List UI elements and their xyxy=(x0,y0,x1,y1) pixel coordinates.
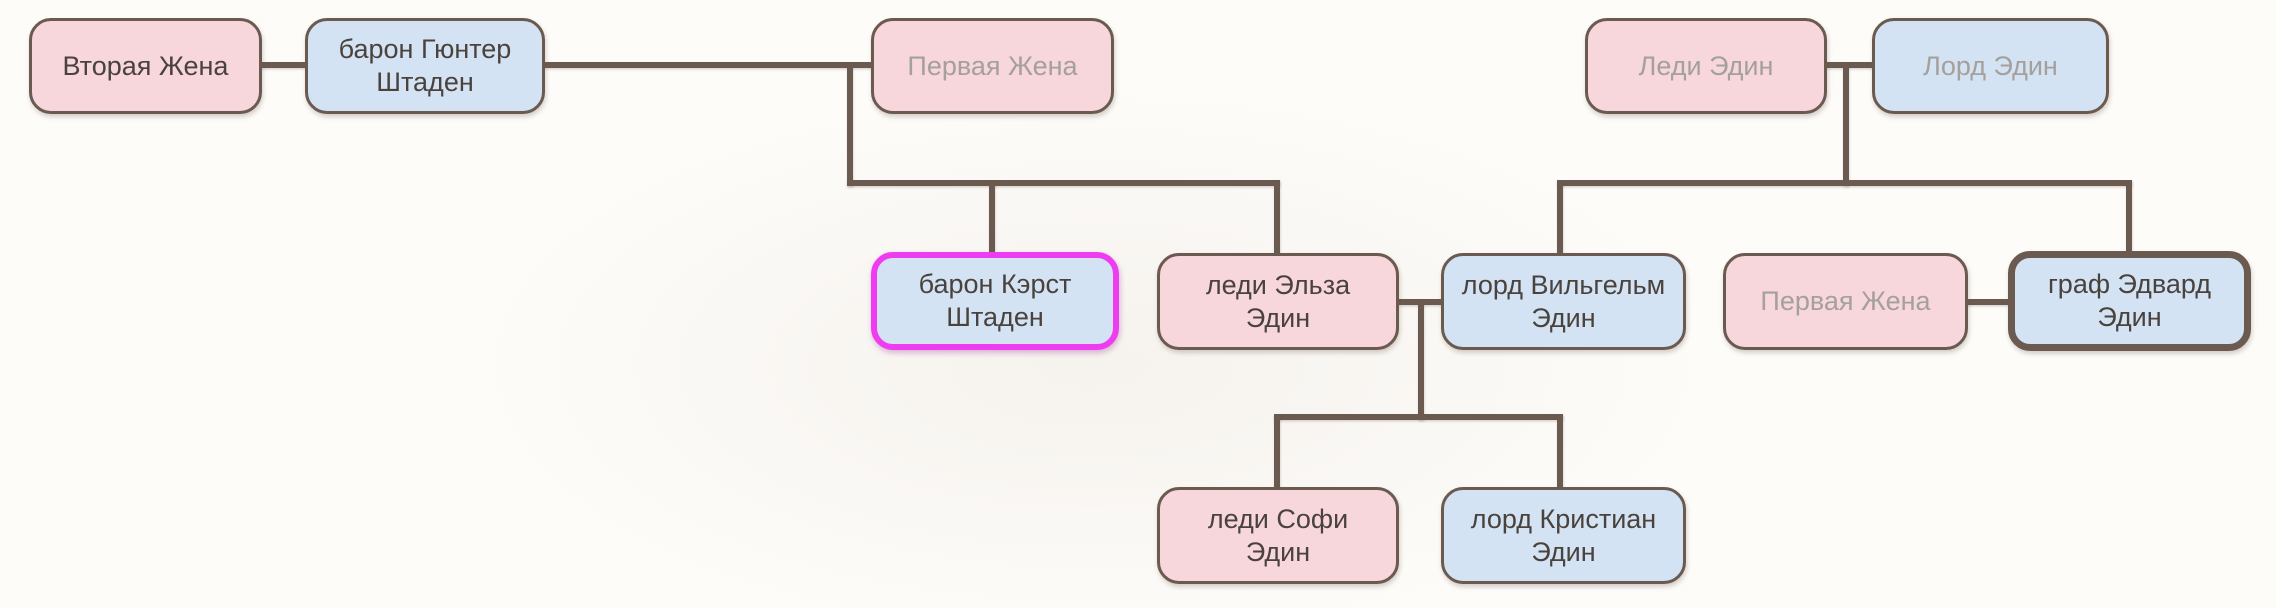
person-label: граф Эдвард Эдин xyxy=(2047,269,2212,332)
person-label: Первая Жена xyxy=(1760,286,1931,317)
connector-marriage-secondwife-gunter xyxy=(255,62,311,68)
person-node-lady-sofi[interactable]: леди Софи Эдин xyxy=(1157,487,1399,584)
connector-marriage-ladyedin-lordedin xyxy=(1822,62,1877,68)
person-node-lord-kristian[interactable]: лорд Кристиан Эдин xyxy=(1441,487,1686,584)
person-node-second-wife[interactable]: Вторая Жена xyxy=(29,18,262,114)
connector-descent-vertical xyxy=(1843,62,1849,186)
person-node-lord-wilhelm[interactable]: лорд Вильгельм Эдин xyxy=(1441,253,1686,350)
person-label: барон Кэрст Штаден xyxy=(918,269,1072,332)
person-label: лорд Кристиан Эдин xyxy=(1470,503,1657,567)
connector-child-drop-edward xyxy=(2126,180,2132,255)
person-label: Лорд Эдин xyxy=(1923,50,2058,81)
connector-child-drop-kerst xyxy=(989,180,995,255)
person-node-lady-edin[interactable]: Леди Эдин xyxy=(1585,18,1827,114)
connector-marriage-gunter-firstwife xyxy=(540,62,876,68)
person-node-lord-edin[interactable]: Лорд Эдин xyxy=(1872,18,2109,114)
person-label: Вторая Жена xyxy=(62,50,229,81)
person-label: Первая Жена xyxy=(907,50,1078,81)
person-label: Леди Эдин xyxy=(1638,50,1774,81)
connector-child-drop-kristian xyxy=(1557,414,1563,489)
connector-children-bus xyxy=(1557,180,2132,186)
person-node-baron-kerst[interactable]: барон Кэрст Штаден xyxy=(871,252,1119,350)
person-node-lady-elsa[interactable]: леди Эльза Эдин xyxy=(1157,253,1399,350)
connector-marriage-firstwife2-edward xyxy=(1963,299,2012,305)
connector-child-drop-wilhelm xyxy=(1557,180,1563,255)
connector-descent-vertical xyxy=(1418,299,1424,420)
person-node-count-edward[interactable]: граф Эдвард Эдин xyxy=(2008,251,2251,351)
connector-children-bus xyxy=(847,180,1280,186)
connector-child-drop-sofi xyxy=(1274,414,1280,489)
person-node-first-wife-2[interactable]: Первая Жена xyxy=(1723,253,1968,350)
connector-descent-vertical xyxy=(847,62,853,186)
connector-child-drop-elsa xyxy=(1274,180,1280,255)
person-label: леди Эльза Эдин xyxy=(1205,269,1351,333)
connector-children-bus xyxy=(1274,414,1563,420)
person-node-first-wife-1[interactable]: Первая Жена xyxy=(871,18,1114,114)
person-label: лорд Вильгельм Эдин xyxy=(1461,269,1666,333)
person-node-baron-gunter[interactable]: барон Гюнтер Штаден xyxy=(305,18,545,114)
person-label: леди Софи Эдин xyxy=(1207,503,1349,567)
person-label: барон Гюнтер Штаден xyxy=(338,34,512,97)
